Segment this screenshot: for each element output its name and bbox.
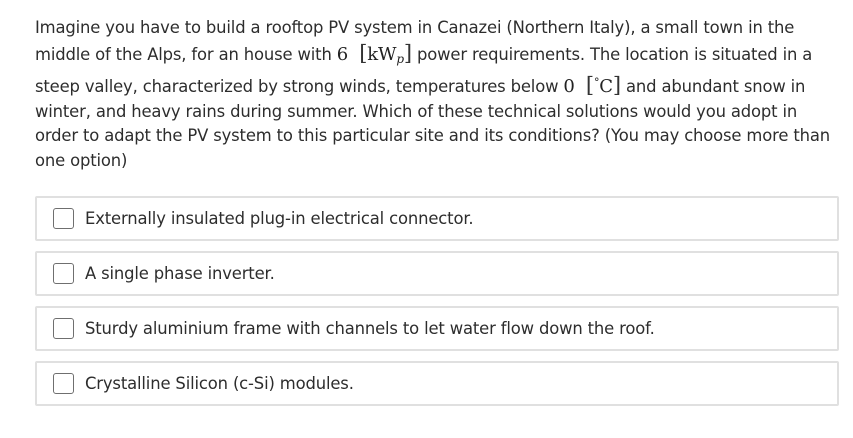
option-aluminium-frame[interactable]: Sturdy aluminium frame with channels to … (35, 306, 839, 351)
temperature-value: 0 (563, 76, 575, 98)
close-bracket: ] (612, 73, 621, 98)
question-part-3: and abundant snow in winter, and heavy r… (35, 77, 830, 170)
close-bracket: ] (403, 40, 412, 65)
open-bracket: [ (359, 40, 368, 65)
power-unit-subscript: p (396, 51, 404, 66)
power-requirement-math: 6 [kWp] (336, 40, 412, 66)
option-label: Sturdy aluminium frame with channels to … (85, 319, 655, 338)
temperature-math: 0 [°C] (563, 73, 621, 98)
option-csi-modules[interactable]: Crystalline Silicon (c-Si) modules. (35, 361, 839, 406)
answer-options: Externally insulated plug-in electrical … (35, 196, 839, 416)
question-part-2: power requirements. The location is situ… (35, 44, 813, 97)
checkbox[interactable] (53, 263, 74, 284)
option-single-phase-inverter[interactable]: A single phase inverter. (35, 251, 839, 296)
option-insulated-connector[interactable]: Externally insulated plug-in electrical … (35, 196, 839, 241)
checkbox[interactable] (53, 318, 74, 339)
power-unit: kW (367, 43, 397, 65)
checkbox[interactable] (53, 373, 74, 394)
option-label: Crystalline Silicon (c-Si) modules. (85, 374, 354, 393)
checkbox[interactable] (53, 208, 74, 229)
option-label: A single phase inverter. (85, 264, 275, 283)
temperature-unit: C (599, 76, 613, 98)
open-bracket: [ (585, 73, 594, 98)
question-text: Imagine you have to build a rooftop PV s… (35, 16, 845, 174)
option-label: Externally insulated plug-in electrical … (85, 209, 474, 228)
power-value: 6 (336, 43, 349, 65)
degree-symbol: ° (593, 76, 600, 90)
question-part-1: Imagine you have to build a rooftop PV s… (35, 18, 795, 64)
